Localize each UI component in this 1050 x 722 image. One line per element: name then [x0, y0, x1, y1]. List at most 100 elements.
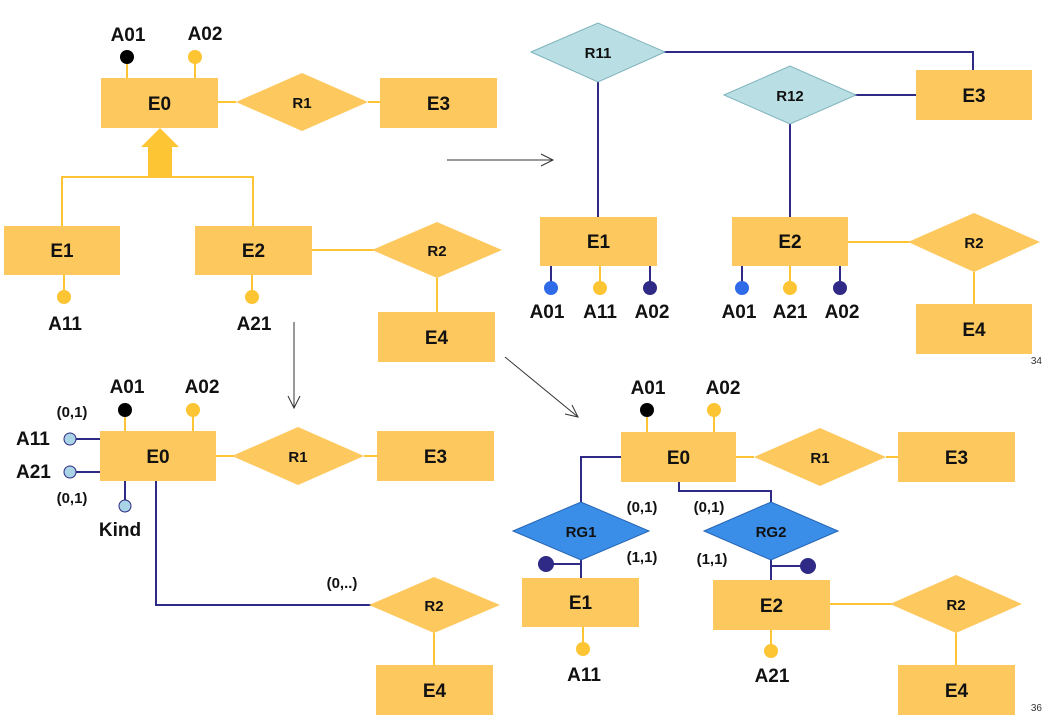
identifier-rg2-dot: [800, 558, 816, 574]
entity-e1[interactable]: E1: [4, 226, 120, 275]
attribute-a01-dot: [118, 403, 132, 417]
page-number-top: 34: [1031, 356, 1043, 367]
attribute-kind-label: Kind: [99, 520, 141, 541]
entity-label: E2: [760, 596, 783, 617]
cardinality-rg1-e1: (1,1): [627, 549, 658, 566]
attribute-e2-a01-dot: [735, 281, 749, 295]
relation-label: R2: [946, 597, 965, 614]
diagram-4: E0 E3 E1 E2 E4 R1 RG1 RG2: [511, 378, 1022, 715]
entity-label: E2: [242, 241, 265, 262]
attribute-a01-label: A01: [631, 378, 666, 399]
entity-label: E2: [778, 232, 801, 253]
entity-label: E4: [945, 681, 969, 702]
attribute-e2-a21-dot: [783, 281, 797, 295]
entity-label: E4: [423, 681, 447, 702]
attribute-a11-dot: [57, 290, 71, 304]
entity-e0[interactable]: E0: [621, 432, 736, 482]
relation-r11[interactable]: R11: [529, 22, 667, 83]
relation-r1[interactable]: R1: [236, 73, 368, 131]
attribute-a02-label: A02: [188, 24, 223, 45]
entity-e0[interactable]: E0: [100, 431, 216, 481]
entity-label: E1: [50, 241, 74, 262]
entity-label: E3: [427, 94, 450, 115]
relation-r2[interactable]: R2: [369, 577, 500, 633]
link-e0-rg1: [580, 456, 621, 502]
relation-r2[interactable]: R2: [890, 575, 1022, 633]
arrow-to-diagram-2-head: [540, 153, 555, 167]
diagram-2: R11 R12 R2 E3 E1 E2 E4 A01: [529, 22, 1040, 354]
link-e0-r2: [155, 481, 372, 606]
relation-label: R1: [810, 450, 829, 467]
cardinality-rg2-e0: (0,1): [694, 499, 725, 516]
diagram-3: E0 E3 E4 R1 R2 A01 A02 A11 A21 Kind: [16, 377, 500, 715]
entity-e2[interactable]: E2: [195, 226, 312, 275]
entity-label: E0: [146, 447, 169, 468]
attribute-e1-a01-label: A01: [530, 302, 565, 323]
cardinality-rg1-e0: (0,1): [627, 499, 658, 516]
relation-label: R2: [427, 243, 446, 260]
attribute-a21-label: A21: [755, 666, 790, 687]
attribute-a21-dot: [764, 644, 778, 658]
link-e0-rg2: [678, 482, 772, 502]
entity-e2[interactable]: E2: [732, 217, 848, 266]
relation-label: R1: [292, 95, 311, 112]
attribute-a21-label: A21: [237, 314, 272, 335]
attribute-a02-label: A02: [185, 377, 220, 398]
arrow-to-diagram-4: [504, 356, 579, 418]
relation-rg1[interactable]: RG1: [511, 501, 651, 561]
entity-label: E3: [962, 86, 985, 107]
entity-e4[interactable]: E4: [916, 304, 1032, 354]
attribute-e2-a02-dot: [833, 281, 847, 295]
attribute-a02-dot: [188, 50, 202, 64]
relation-label: RG1: [566, 524, 597, 541]
relation-label: R12: [776, 88, 804, 105]
entity-e4[interactable]: E4: [376, 665, 493, 715]
cardinality-a21: (0,1): [57, 490, 88, 507]
attribute-e1-a02-dot: [643, 281, 657, 295]
attribute-e1-a11-label: A11: [583, 302, 617, 323]
attribute-a02-dot: [707, 403, 721, 417]
entity-label: E0: [148, 94, 171, 115]
entity-e3[interactable]: E3: [916, 70, 1032, 120]
entity-e1[interactable]: E1: [522, 578, 639, 627]
attribute-a01-label: A01: [110, 377, 145, 398]
attribute-e1-a02-label: A02: [635, 302, 670, 323]
attribute-a02-dot: [186, 403, 200, 417]
attribute-a21-dot: [245, 290, 259, 304]
arrow-to-diagram-4-head: [564, 404, 579, 418]
entity-e4[interactable]: E4: [378, 312, 495, 362]
relation-label: RG2: [756, 524, 787, 541]
attribute-a11-label: A11: [16, 429, 50, 450]
entity-e0[interactable]: E0: [101, 78, 218, 128]
attribute-e2-a01-label: A01: [722, 302, 757, 323]
hierarchy-arrow: [141, 128, 179, 177]
relation-rg2[interactable]: RG2: [702, 501, 840, 561]
entity-e3[interactable]: E3: [898, 432, 1015, 482]
relation-r1[interactable]: R1: [232, 427, 364, 485]
attribute-a11-label: A11: [48, 314, 82, 335]
entity-e2[interactable]: E2: [713, 580, 830, 630]
entity-e3[interactable]: E3: [380, 78, 497, 128]
cardinality-rg2-e2: (1,1): [697, 551, 728, 568]
attribute-a11-dot: [576, 642, 590, 656]
transform-arrows: [287, 153, 579, 418]
entity-label: E4: [962, 320, 986, 341]
arrow-to-diagram-3-head: [287, 395, 301, 410]
relation-label: R1: [288, 449, 307, 466]
attribute-e2-a02-label: A02: [825, 302, 860, 323]
attribute-kind-dot: [118, 499, 132, 513]
relation-r12[interactable]: R12: [722, 65, 858, 125]
attribute-a02-label: A02: [706, 378, 741, 399]
entity-label: E1: [569, 593, 593, 614]
relation-label: R2: [424, 598, 443, 615]
relation-r2[interactable]: R2: [908, 213, 1040, 272]
attribute-a01-label: A01: [111, 25, 146, 46]
relation-r1[interactable]: R1: [754, 428, 886, 486]
entity-label: E4: [425, 328, 449, 349]
relation-r2[interactable]: R2: [372, 222, 502, 278]
entity-e3[interactable]: E3: [377, 431, 494, 481]
entity-e4[interactable]: E4: [898, 665, 1015, 715]
attribute-a21-dot: [63, 465, 77, 479]
entity-label: E1: [587, 232, 611, 253]
entity-e1[interactable]: E1: [540, 217, 657, 266]
